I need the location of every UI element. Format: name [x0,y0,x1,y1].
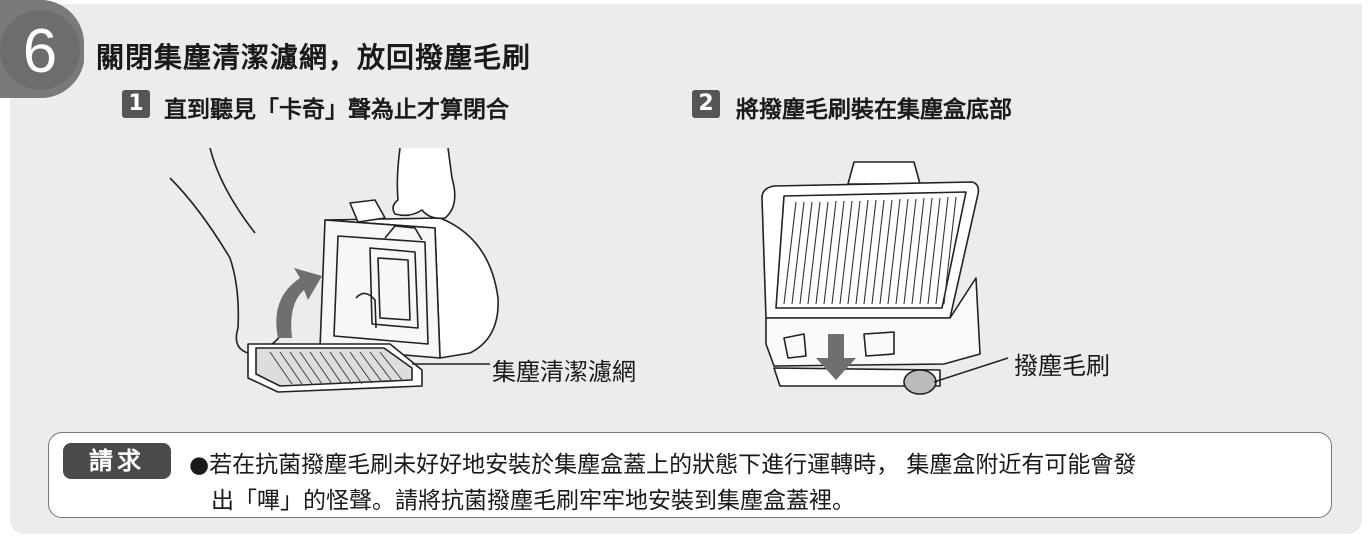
step-number-badge: 6 [0,0,84,99]
step-title: 關閉集塵清潔濾網，放回撥塵毛刷 [96,41,532,74]
install-brush-illustration [761,161,1009,395]
brush-callout-label: 撥塵毛刷 [1014,352,1110,380]
request-tag: 請求 [63,443,171,479]
step-number: 6 [23,17,57,86]
note-line-1: ●若在抗菌撥塵毛刷未好好地安裝於集塵盒蓋上的狀態下進行運轉時， 集塵盒附近有可能… [189,452,1137,478]
note-line-2: 出「嗶」的怪聲。請將抗菌撥塵毛刷牢牢地安裝到集塵盒蓋裡。 [211,488,855,514]
close-filter-illustration [169,148,499,393]
substep-1-number: 1 [122,90,150,118]
request-note: 請求 ●若在抗菌撥塵毛刷未好好地安裝於集塵盒蓋上的狀態下進行運轉時， 集塵盒附近… [48,432,1332,518]
substep-2-number: 2 [692,90,720,118]
filter-callout-label: 集塵清潔濾網 [492,358,636,386]
substep-2-text: 將撥塵毛刷裝在集塵盒底部 [736,97,1012,123]
substep-1-text: 直到聽見「卡奇」聲為止才算閉合 [164,97,509,123]
